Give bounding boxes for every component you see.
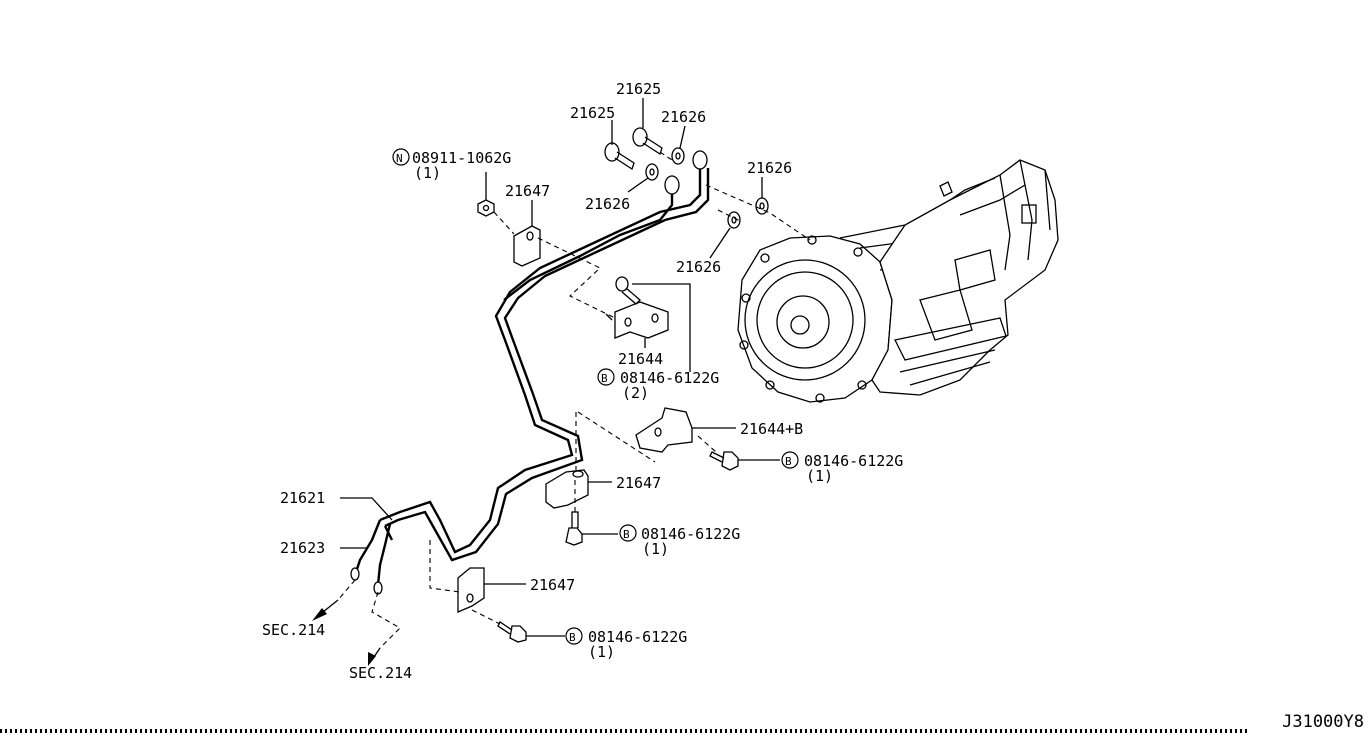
- label-bolt-b1-qty: (2): [622, 384, 649, 402]
- label-21626-lower: 21626: [676, 258, 721, 276]
- label-bolt-b3-prefix: B: [623, 528, 630, 541]
- bolt-21644[interactable]: [615, 276, 641, 305]
- bolt-b3-marker-icon: [619, 524, 637, 542]
- dashed-lines: [337, 151, 811, 649]
- diagram-code: J31000Y8: [1282, 712, 1364, 732]
- label-bolt-b4-prefix: B: [569, 631, 576, 644]
- pipe-fitting-upper: [664, 150, 708, 195]
- label-bolt-b2-part: 08146-6122G: [804, 452, 903, 470]
- bolt-clip-middle[interactable]: [565, 511, 583, 546]
- cooler-pipe-21623[interactable]: [353, 178, 674, 586]
- label-21625-second: 21625: [570, 104, 615, 122]
- label-21647-lower: 21647: [530, 576, 575, 594]
- label-21644: 21644: [618, 350, 663, 368]
- banjo-bolt-21625-a[interactable]: [632, 127, 663, 156]
- washer-21626-d[interactable]: [727, 211, 741, 229]
- label-bolt-b1-part: 08146-6122G: [620, 369, 719, 387]
- label-bolt-b3-qty: (1): [642, 540, 669, 558]
- clip-21647-middle[interactable]: [545, 469, 589, 509]
- bolt-b4-marker-icon: [565, 627, 583, 645]
- label-21623: 21623: [280, 539, 325, 557]
- label-21626-top: 21626: [661, 108, 706, 126]
- label-21626-left: 21626: [585, 195, 630, 213]
- label-21647-middle: 21647: [616, 474, 661, 492]
- label-nut-n-prefix: N: [396, 152, 403, 165]
- clip-21647-lower[interactable]: [457, 567, 485, 613]
- bolt-b2-marker-icon: [781, 451, 799, 469]
- label-bolt-b4-part: 08146-6122G: [588, 628, 687, 646]
- label-bolt-b2-qty: (1): [806, 467, 833, 485]
- bottom-dotted-rule: [0, 729, 1250, 733]
- washer-21626-a[interactable]: [671, 147, 685, 165]
- label-21625-top: 21625: [616, 80, 661, 98]
- label-bolt-b2-prefix: B: [785, 455, 792, 468]
- nut-08911[interactable]: [477, 199, 495, 217]
- bolt-b1-marker-icon: [597, 368, 615, 386]
- arrow-sec214-a-icon: [312, 599, 339, 621]
- label-sec214-a: SEC.214: [262, 621, 325, 639]
- washer-21626-b[interactable]: [645, 163, 659, 181]
- label-nut-n-qty: (1): [414, 164, 441, 182]
- banjo-bolt-21625-b[interactable]: [604, 142, 635, 171]
- transmission-assembly[interactable]: [737, 159, 1059, 403]
- label-21644b: 21644+B: [740, 420, 803, 438]
- label-nut-n-part: 08911-1062G: [412, 149, 511, 167]
- label-sec214-b: SEC.214: [349, 664, 412, 682]
- arrow-sec214-b-icon: [368, 647, 381, 666]
- label-21626-right: 21626: [747, 159, 792, 177]
- label-bolt-b1-prefix: B: [601, 372, 608, 385]
- bracket-21644[interactable]: [614, 301, 669, 339]
- bolt-clip-lower[interactable]: [497, 621, 527, 643]
- label-21621: 21621: [280, 489, 325, 507]
- label-21647-upper: 21647: [505, 182, 550, 200]
- washer-21626-c[interactable]: [755, 197, 769, 215]
- bracket-21644b[interactable]: [635, 407, 693, 453]
- label-bolt-b4-qty: (1): [588, 643, 615, 661]
- bolt-21644-small: [605, 313, 613, 321]
- cooler-pipe-21621[interactable]: [379, 165, 710, 562]
- bolt-21644b[interactable]: [709, 451, 739, 471]
- clip-21647-upper[interactable]: [513, 225, 541, 267]
- label-bolt-b3-part: 08146-6122G: [641, 525, 740, 543]
- nut-n-marker-icon: [392, 148, 410, 166]
- leader-lines: [340, 98, 780, 637]
